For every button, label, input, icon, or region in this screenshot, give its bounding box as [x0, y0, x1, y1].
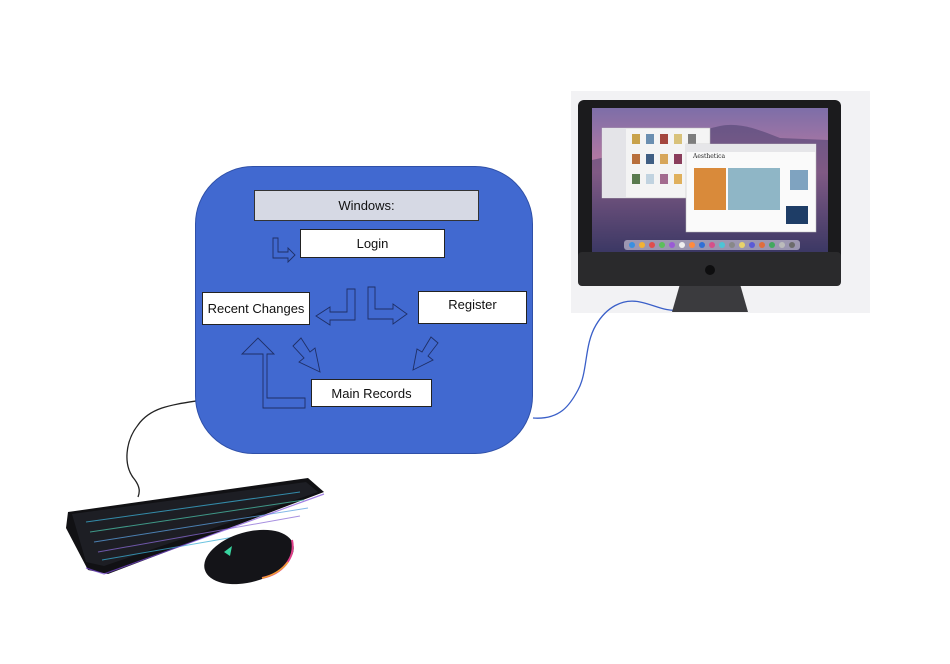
monitor-stand	[672, 284, 748, 312]
keyboard-edge-glow	[85, 493, 325, 575]
recent-changes-label: Recent Changes	[207, 301, 305, 316]
browser-title-text: Aesthetica	[693, 153, 726, 160]
browser-image-right	[790, 170, 808, 190]
mouse-rgb-strip-accent	[261, 561, 289, 579]
main-records-label: Main Records	[331, 385, 412, 401]
browser-toolbar	[686, 144, 816, 152]
register-label: Register	[448, 297, 497, 312]
finder-sidebar	[602, 128, 626, 198]
arrow-main-to-recent	[240, 337, 306, 409]
mouse-body	[204, 529, 294, 585]
keyboard	[66, 478, 325, 575]
title-box: Windows:	[254, 190, 479, 221]
keyboard-keys-area	[72, 482, 318, 566]
monitor	[578, 100, 841, 312]
mouse-logo-icon	[224, 546, 232, 556]
finder-thumbnails	[632, 134, 696, 184]
monitor-cable	[532, 300, 681, 419]
main-records-box: Main Records	[311, 379, 432, 407]
arrow-register-to-main	[412, 336, 439, 371]
browser-title: Aesthetica	[693, 153, 725, 160]
register-box: Register	[418, 291, 527, 324]
apple-logo-icon	[705, 265, 715, 275]
login-box: Login	[300, 229, 445, 258]
arrow-to-login	[272, 237, 296, 264]
arrow-recent-to-main	[292, 337, 321, 373]
browser-image-blue	[786, 206, 808, 224]
browser-image-center	[728, 168, 780, 210]
browser-image-left	[694, 168, 726, 210]
panel-arrows	[240, 237, 439, 409]
keyboard-backlight	[85, 491, 309, 561]
arrow-to-recent-changes	[315, 288, 356, 326]
login-label: Login	[356, 236, 389, 251]
mouse	[204, 529, 294, 585]
keyboard-cable	[126, 400, 197, 498]
arrow-to-register	[367, 286, 408, 325]
recent-changes-box: Recent Changes	[202, 292, 310, 325]
dock-icons	[629, 242, 795, 248]
title-text: Windows:	[338, 198, 395, 213]
